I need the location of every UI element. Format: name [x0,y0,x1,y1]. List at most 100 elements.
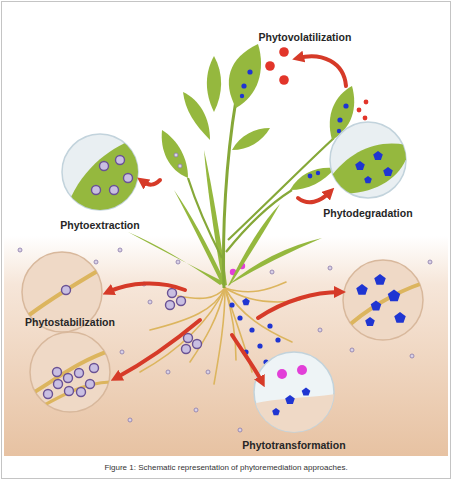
inset-circles [374,274,386,285]
leaf-particles [265,61,275,71]
inset-circles [116,156,125,165]
inset-circles [277,369,287,379]
leaf-particles [337,129,341,133]
leaf-particles [178,164,182,168]
process-arrows [108,283,185,292]
inset-circles [32,382,112,412]
leaf-particles [343,103,348,108]
leaf-particles [363,116,368,121]
plant-leaves [229,44,261,108]
root-particles [267,323,272,328]
inset-circles [100,162,109,171]
process-arrows [116,320,200,378]
inset-circles [53,368,62,377]
root-particles [229,302,234,307]
soil-particles [206,370,210,374]
root-particles [257,343,262,348]
inset-circles [365,317,375,326]
inset-circles [92,186,101,195]
inset-circles [68,138,142,214]
inset-circles [356,284,368,295]
roots [140,288,225,372]
process-arrows [142,180,160,185]
inset-circles [64,374,73,383]
plant-leaves [224,100,237,288]
method-label: Phytostabilization [25,316,115,329]
leaf-particles [240,94,244,98]
inset-circles [302,388,311,396]
inset-circles [20,266,106,322]
leaf-particles [337,117,342,122]
inset-circles [285,395,295,404]
method-panel: Phytotransformation [232,348,356,452]
inset-circles [62,286,71,295]
inset-circles [20,122,426,434]
soil-particles [18,248,22,252]
soil-particles [410,354,414,358]
leaf-particles [174,153,178,157]
leaf-particles [247,69,252,74]
process-arrows [298,56,346,86]
soil-particles [118,248,122,252]
leaf-particles [279,47,289,57]
soil-particles [148,300,152,304]
soil-particles [194,408,198,412]
root-particles [184,334,193,343]
root-particles [182,345,191,354]
inset-circles [252,394,336,434]
plant-leaves [207,56,221,112]
process-arrows [232,335,262,382]
leaf-particles [241,83,246,88]
inset-circles [388,290,400,302]
inset-circles [28,350,112,412]
process-arrows [108,56,346,382]
soil-particles [128,418,132,422]
root-particles [177,297,186,306]
process-arrows [258,292,340,318]
method-panel: Phytodegradation [306,116,430,220]
inset-circles [124,174,133,183]
inset-circles [383,167,393,176]
root-particles [275,337,280,342]
leaf-particles [308,174,313,179]
root-particles [249,327,254,332]
inset-circles [44,390,53,399]
inset-circles [30,332,110,412]
root-particles [242,298,250,305]
figure-caption: Figure 1: Schematic representation of ph… [6,463,446,473]
leaf-particles [364,100,369,105]
method-label: Phytoextraction [60,219,139,232]
inset-circles [68,138,142,214]
method-panel: Phytostabilization [8,316,132,416]
inset-circles [394,312,406,323]
roots [225,282,286,292]
soil-particles [120,350,124,354]
inset-circles [110,186,119,195]
plant-leaves [228,138,334,240]
method-label: Phytovolatilization [245,31,365,44]
leaf-particles [279,75,289,85]
inset-circles [371,301,382,311]
inset-circles [77,388,86,397]
root-particles [193,340,202,349]
figure-frame [4,236,448,456]
soil-particles [428,260,432,264]
soil-particles [166,370,170,374]
roots [214,288,225,384]
inset-circles [90,364,99,373]
plant-leaves [188,178,222,258]
process-arrows [298,192,330,202]
inset-circles [86,380,95,389]
soil-particles [350,348,354,352]
inset-circles [65,387,74,396]
leaf-particles [316,171,320,175]
method-label: Phytotransformation [242,439,345,452]
inset-circles [252,365,336,434]
inset-circles [28,350,112,396]
soil-particles [318,328,322,332]
